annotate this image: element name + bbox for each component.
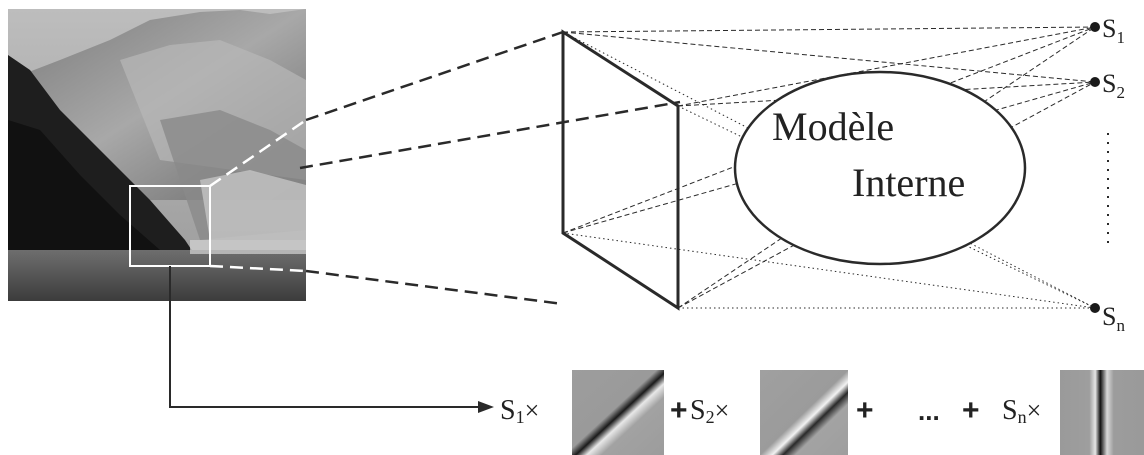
equation: S1× + S2× + ... + Sn× (500, 370, 1144, 455)
svg-text:Sn×: Sn× (1002, 395, 1041, 427)
termn-sub: n (1018, 407, 1027, 427)
term1-base: S (500, 395, 516, 426)
svg-text:S1×: S1× (500, 395, 539, 427)
svg-text:S2×: S2× (690, 395, 729, 427)
source-s2-sub: 2 (1116, 83, 1125, 102)
source-s1-base: S (1102, 14, 1116, 43)
termn-base: S (1002, 395, 1018, 426)
source-sn-base: S (1102, 302, 1116, 331)
term2-sub: 2 (706, 407, 715, 427)
projection-lines (209, 30, 681, 306)
source-s1-sub: 1 (1116, 28, 1125, 47)
source-s2-base: S (1102, 69, 1116, 98)
patch-plane (561, 29, 680, 311)
source-s2: S2 (1090, 69, 1125, 102)
ellipse-label-line1: Modèle (772, 104, 894, 149)
patch-arrow (169, 266, 494, 413)
svg-text:S2: S2 (1102, 69, 1125, 102)
basis-filter-2 (760, 370, 848, 455)
source-sn-sub: n (1116, 316, 1125, 335)
term1-sub: 1 (516, 407, 525, 427)
source-s1: S1 (1090, 14, 1125, 47)
source-sn: Sn (1090, 302, 1125, 335)
equation-ellipsis: ... (918, 396, 940, 426)
plus-sign-2: + (856, 394, 874, 427)
termn-times: × (1027, 396, 1042, 425)
source-dot (1090, 303, 1100, 313)
term1-times: × (525, 396, 540, 425)
term2-base: S (690, 395, 706, 426)
svg-text:S1: S1 (1102, 14, 1125, 47)
plus-sign-1: + (670, 394, 688, 427)
ellipse-label-line2: Interne (852, 160, 965, 205)
landscape-photo (8, 9, 306, 301)
internal-model-ellipse (733, 70, 1027, 266)
source-dot (1090, 77, 1100, 87)
basis-filter-n (1060, 370, 1144, 455)
plus-sign-3: + (962, 394, 980, 427)
svg-text:Sn: Sn (1102, 302, 1125, 335)
basis-filter-1 (572, 370, 664, 455)
source-dot (1090, 22, 1100, 32)
term2-times: × (715, 396, 730, 425)
